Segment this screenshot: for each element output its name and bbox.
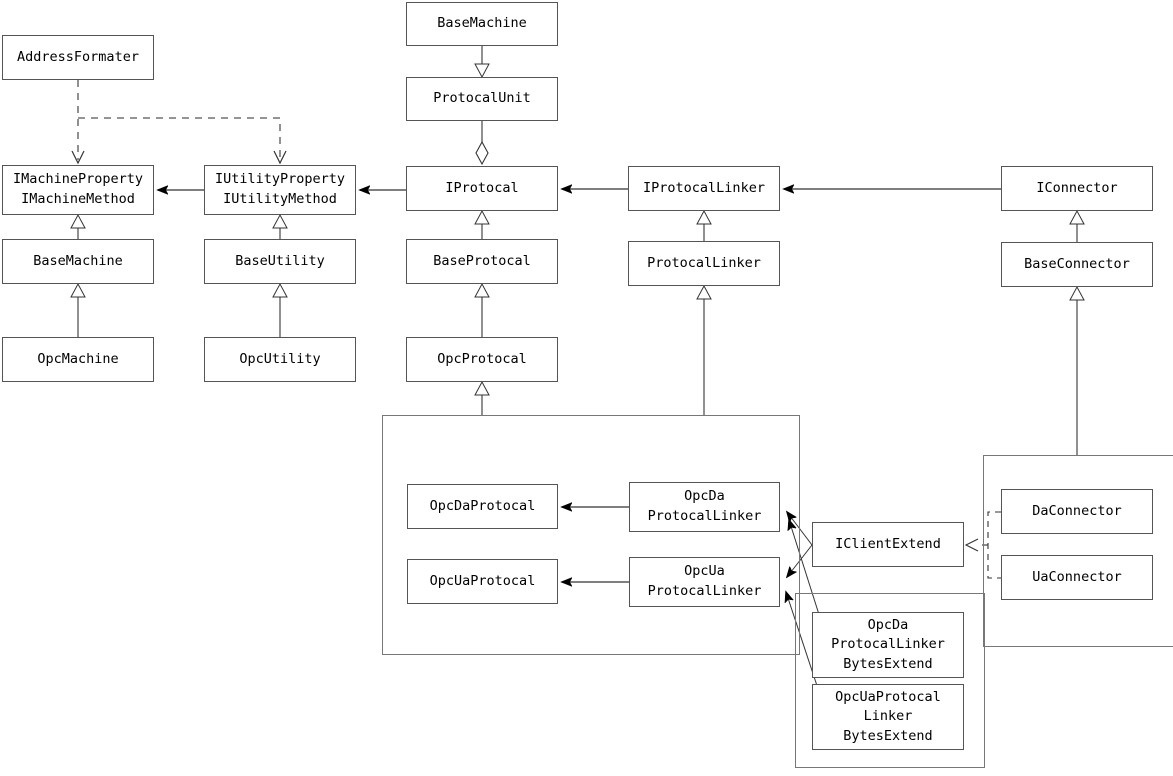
class-box-iprotocal[interactable]: IProtocal — [406, 166, 558, 211]
class-box-base-utility[interactable]: BaseUtility — [204, 239, 356, 284]
class-box-base-machine[interactable]: BaseMachine — [2, 239, 154, 284]
class-box-opc-machine[interactable]: OpcMachine — [2, 337, 154, 382]
class-box-iutility-property[interactable]: IUtilityProperty IUtilityMethod — [204, 165, 356, 215]
class-box-imachine-property[interactable]: IMachineProperty IMachineMethod — [2, 165, 154, 215]
class-box-base-connector[interactable]: BaseConnector — [1001, 242, 1153, 287]
class-box-address-formater[interactable]: AddressFormater — [2, 35, 154, 80]
class-box-opc-da-protocal[interactable]: OpcDaProtocal — [407, 484, 558, 529]
class-box-opc-ua-linker-bytes-extend[interactable]: OpcUaProtocal Linker BytesExtend — [812, 684, 964, 750]
class-box-opc-protocal[interactable]: OpcProtocal — [406, 337, 558, 382]
class-box-iclient-extend[interactable]: IClientExtend — [812, 522, 964, 567]
class-box-opc-ua-protocal-linker[interactable]: OpcUa ProtocalLinker — [629, 557, 780, 607]
class-box-iconnector[interactable]: IConnector — [1001, 166, 1153, 211]
connector-group — [983, 455, 1173, 647]
edge-addressformater-iutility — [78, 117, 281, 160]
class-box-protocal-unit[interactable]: ProtocalUnit — [406, 77, 558, 121]
class-box-iprotocal-linker[interactable]: IProtocalLinker — [628, 166, 780, 211]
class-box-opc-ua-protocal[interactable]: OpcUaProtocal — [407, 559, 558, 604]
class-box-opc-da-linker-bytes-extend[interactable]: OpcDa ProtocalLinker BytesExtend — [812, 612, 964, 678]
class-box-opc-utility[interactable]: OpcUtility — [204, 337, 356, 382]
opc-protocal-group — [382, 415, 800, 655]
class-box-protocal-linker[interactable]: ProtocalLinker — [628, 241, 780, 286]
class-box-base-machine-top[interactable]: BaseMachine — [406, 2, 558, 46]
class-box-base-protocal[interactable]: BaseProtocal — [406, 239, 558, 284]
class-box-ua-connector[interactable]: UaConnector — [1001, 555, 1153, 600]
class-box-da-connector[interactable]: DaConnector — [1001, 489, 1153, 534]
class-box-opc-da-protocal-linker[interactable]: OpcDa ProtocalLinker — [629, 482, 780, 532]
